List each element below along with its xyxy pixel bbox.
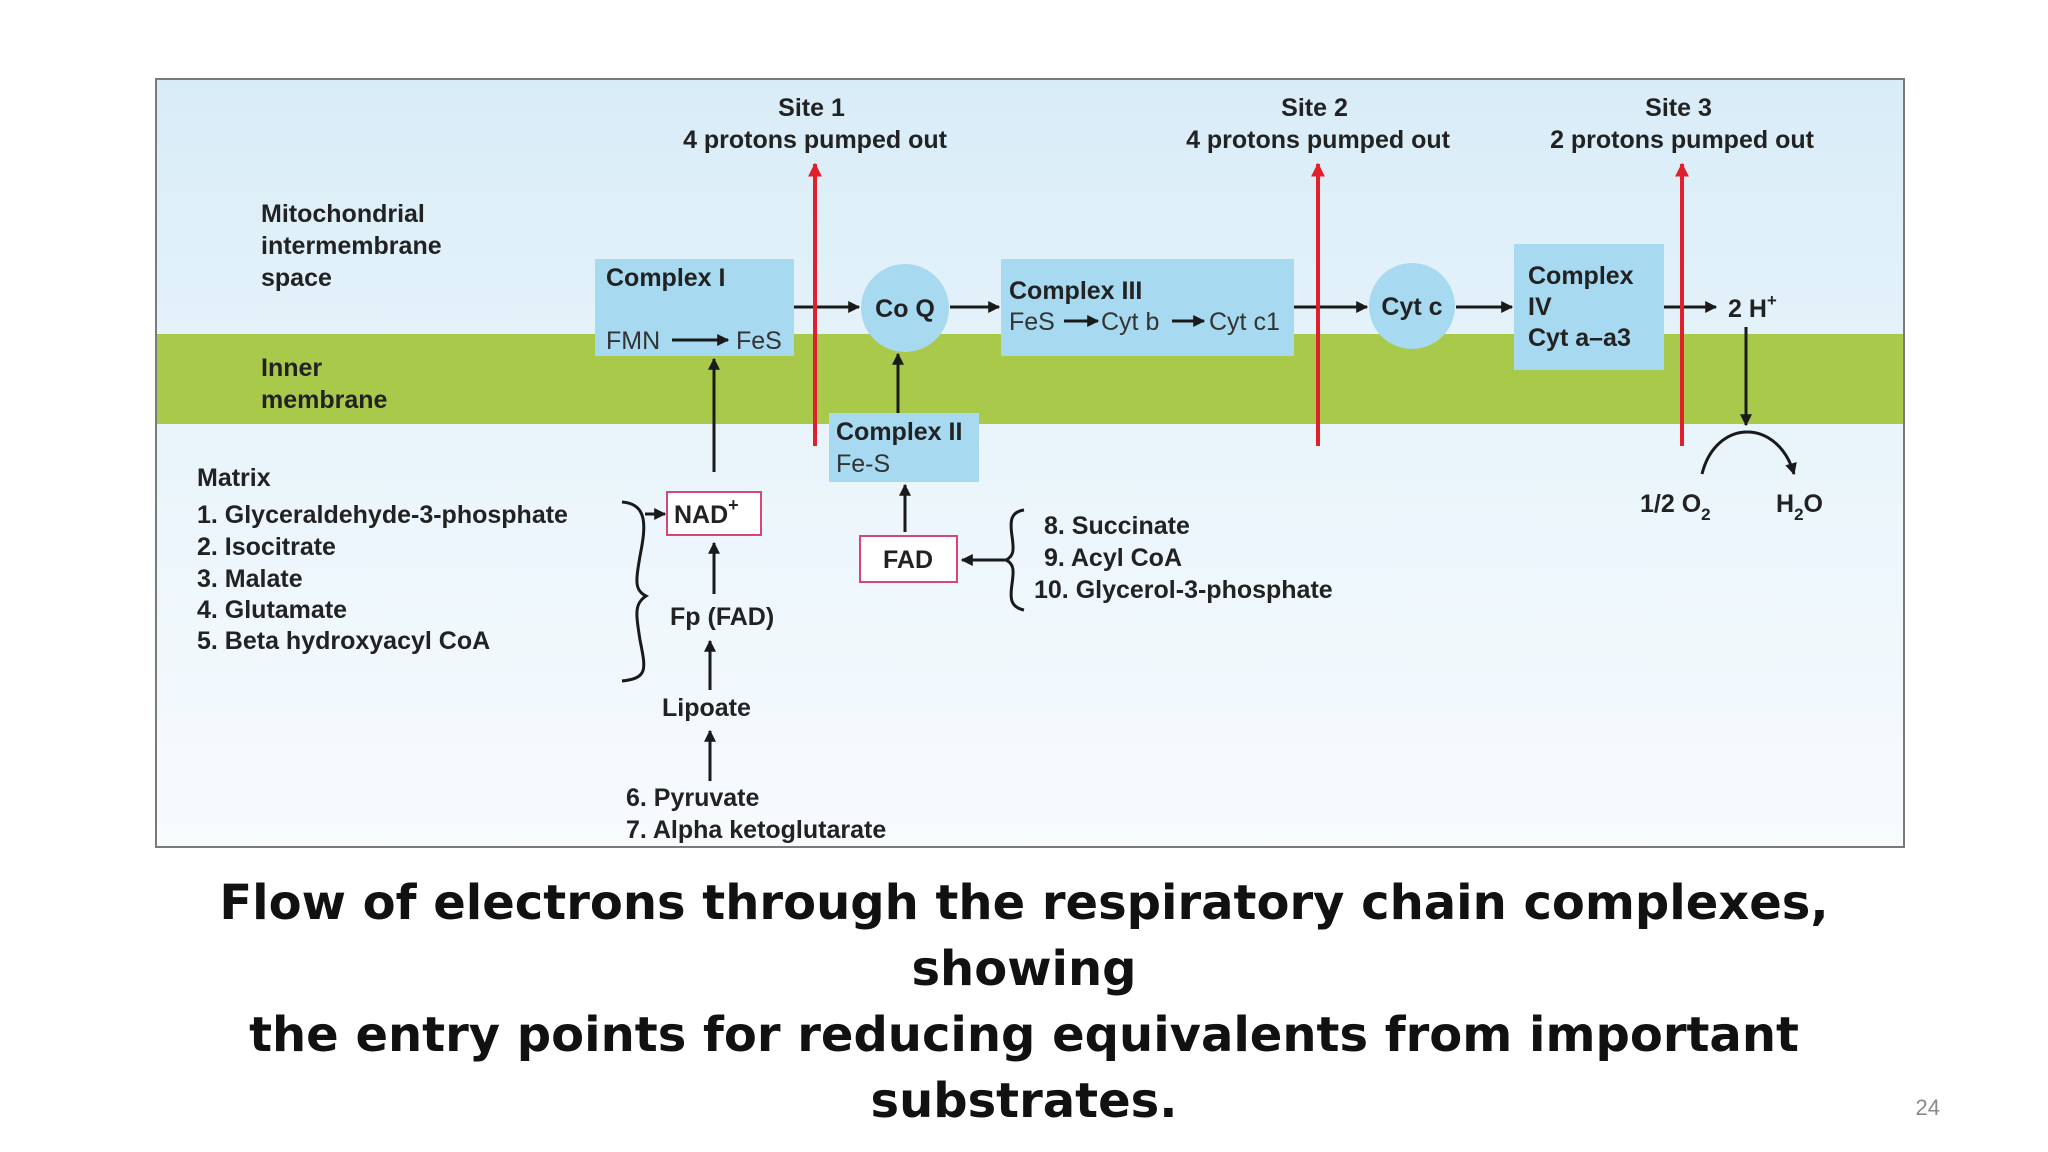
complex-1-fmn: FMN [606, 327, 660, 355]
complex-1-title: Complex I [606, 264, 725, 292]
fad-label: FAD [883, 546, 933, 574]
oxygen-to-water-curve [1700, 430, 1797, 476]
complex-3-title: Complex III [1009, 277, 1142, 305]
site-2-label: Site 2 4 protons pumped out [1186, 94, 1451, 154]
slide-caption: Flow of electrons through the respirator… [100, 870, 1948, 1134]
caption-line-1: Flow of electrons through the respirator… [219, 875, 1829, 997]
fad-substrate-list: 8. Succinate 9. Acyl CoA 10. Glycerol-3-… [1034, 512, 1333, 604]
site-3-label: Site 3 2 protons pumped out [1550, 94, 1815, 154]
site-1-label: Site 1 4 protons pumped out [683, 94, 948, 154]
complex-2-box [829, 413, 979, 482]
coq-label: Co Q [875, 295, 935, 323]
complex-2-title: Complex II [836, 418, 962, 446]
water-label: H2O [1776, 490, 1823, 524]
cytc-circle [1369, 263, 1455, 349]
complex-3-cytb: Cyt b [1101, 308, 1159, 336]
inner-membrane-label: Inner membrane [261, 354, 388, 414]
complex-4-label: Complex IV Cyt a–a3 [1528, 262, 1641, 352]
nad-substrates-brace [621, 500, 649, 683]
lipoate-label: Lipoate [662, 694, 751, 722]
complex-4-box [1514, 244, 1664, 370]
protons-product-label: 2 H+ [1728, 291, 1777, 323]
nad-substrate-list: 1. Glyceraldehyde-3-phosphate 2. Isocitr… [197, 501, 575, 655]
complex-1-fes: FeS [736, 327, 782, 355]
page-number: 24 [1915, 1095, 1940, 1120]
cytc-label: Cyt c [1381, 293, 1442, 321]
intermembrane-label: Mitochondrial intermembrane space [261, 200, 449, 292]
complex-3-box [1001, 259, 1294, 356]
coq-circle [861, 264, 949, 352]
lipoate-substrate-list: 6. Pyruvate 7. Alpha ketoglutarate [626, 784, 886, 844]
half-oxygen-label: 1/2 O2 [1640, 490, 1711, 524]
matrix-label: Matrix [197, 464, 271, 492]
complex-3-fes: FeS [1009, 308, 1055, 336]
complex-2-fes: Fe-S [836, 450, 890, 478]
fad-box [859, 535, 958, 583]
complex-3-cytc1: Cyt c1 [1209, 308, 1280, 336]
diagram-panel [155, 78, 1905, 848]
fp-fad-label: Fp (FAD) [670, 603, 774, 631]
nad-label: NAD+ [674, 495, 739, 529]
fad-substrates-brace [1002, 508, 1025, 612]
nad-box [666, 491, 762, 536]
caption-line-2: the entry points for reducing equivalent… [249, 1007, 1799, 1129]
